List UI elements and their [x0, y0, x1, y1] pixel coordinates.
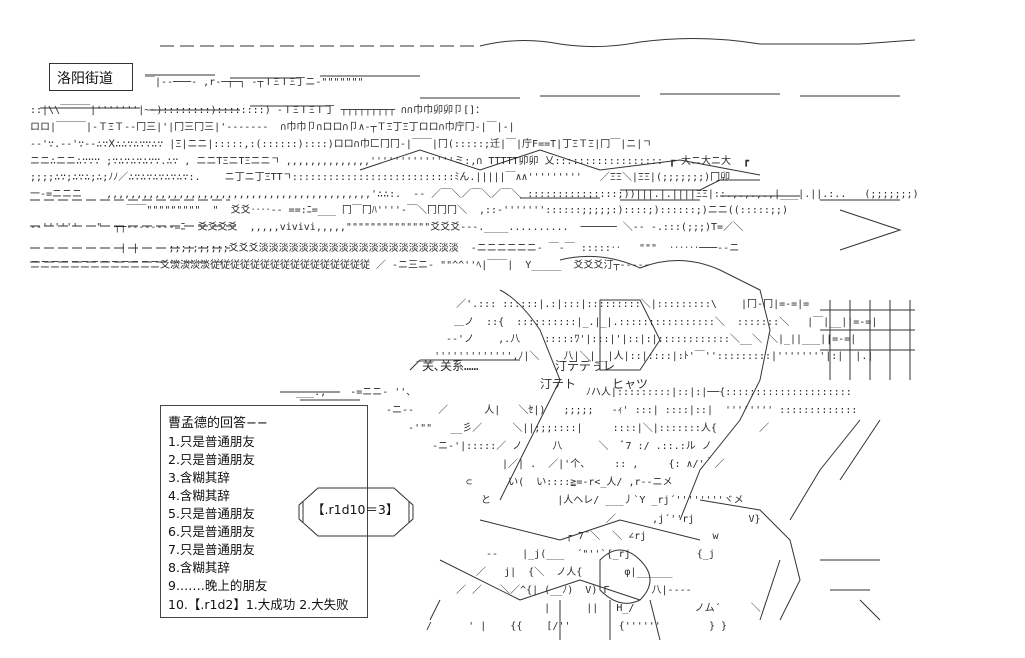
- choices-panel: [160, 405, 368, 618]
- choice-item: 4.含糊其辞: [168, 488, 230, 503]
- ascii-row-8: ￣￣""""""""" " 爻爻‥‥‐‐ ==:ﾆ=___ 冂￣冂ﾊ''''‐￣…: [126, 205, 788, 216]
- ascii-char-12: ／ ,j´''rj V}: [606, 514, 761, 525]
- choice-item: 3.含糊其辞: [168, 470, 230, 485]
- location-frame: [49, 63, 133, 91]
- ascii-char-5: ___.,‐ ‐=ニニ‐ ''､ ﾉハ人|:::::::::|::|:|──{:…: [296, 387, 852, 398]
- choice-item: 10.【.r1d2】1.大成功 2.大失败: [168, 597, 349, 612]
- ascii-char-1: ／'.::: ::::::|.:|:::|:::::::::＼|::::::::…: [456, 299, 810, 310]
- ascii-char-17: | || H_/ ノム´ ＼: [544, 603, 761, 614]
- speech-line-3: 汀テト: [540, 377, 577, 391]
- ascii-row-5: ニニ∴ニニ∴∵∵∵ ;∵∴∵∴∵∴∵∵.∴∵ , ニニΤΞニΤΞニニㄱ ,,,,…: [30, 156, 750, 167]
- choice-item: 6.只是普通朋友: [168, 524, 255, 539]
- ascii-char-10: ⊂ い( い::::≧=‐r<_人/ ,r‐‐ニメ: [466, 477, 673, 488]
- ascii-row-4: ‐‐'∵.‐‐'∵‐‐∴∵Ⅹ∴∴∵∴∵∵∴∵ |Ξ|ニニ|:::::,:(:::…: [30, 139, 652, 150]
- location-label: 洛阳街道: [57, 71, 113, 87]
- ascii-char-13: ┌ 7¨＼ ＼ ∠rj w: [566, 531, 719, 542]
- choice-item: 9.……晚上的朋友: [168, 578, 268, 593]
- ascii-row-3: ロロ|￣￣￣|‐ＴΞＴ‐‐冂三|'|冂三冂三|'‐‐‐‐‐‐‐ ∩巾巾卩∩ロロ∩…: [30, 122, 515, 133]
- roll-badge-frame: [298, 487, 414, 537]
- ascii-char-16: ／ ／ ＼／^{| (__ﾉ) V) Γ 八|‐‐‐‐: [456, 585, 692, 596]
- ascii-char-4: ___''''''''''''',ﾉ|＼ 八|＼|__|人|::|::::|:ﾄ…: [416, 351, 874, 362]
- choice-item: 8.含糊其辞: [168, 560, 230, 575]
- ascii-row-6: ;;;;∴∵;∴∵∴;∴;ﾉﾉ／∴∵∴∵∴∵∴∵∴∵:. ニ丁ニ丁ΞTTㄱ:::…: [30, 172, 731, 183]
- speech-line-2: 汀テデぅレ: [555, 359, 616, 373]
- ascii-row-roof-top: ￣|‐‐───‐ ,r‐─┬─┐ ‐┬ＴΞＴΞ丁ニ‐""""""": [145, 77, 364, 88]
- ascii-char-9: |／| . ／|'个、 :: , {: ∧/'｀／: [502, 459, 725, 470]
- ascii-row-11: ニニニニニニニニニニニニニ爻淡淡淡淡従従従従従従従従従従従従従従従従 ／ ‐ニ三…: [30, 260, 650, 271]
- speech-line-4: ヒャツ: [612, 377, 649, 391]
- ascii-row-9: ‐‐'''''' " ┬┬‐‐‐‐‐‐‐‐=ﾆ 爻爻爻爻 ,,,,,vivivi…: [30, 222, 744, 233]
- ascii-char-18: / ' | {{ [/'' {'''''' } }: [426, 621, 728, 632]
- ascii-char-3: ‐‐'ノ ,.八 :::::ﾜ'|:::|'|::|:|::::::::::::…: [446, 334, 857, 345]
- ascii-row-7: 一‐=ニニニ ,,,,,,,,,,,,,,,,,,,,,,,,,,,,,,,,,…: [30, 189, 919, 200]
- roll-result: 【.r1d10＝3】: [312, 502, 399, 517]
- choice-item: 1.只是普通朋友: [168, 434, 255, 449]
- ascii-char-14: ‐‐ |_j(___ ´"''`{_rj {_j: [486, 549, 715, 560]
- ascii-row-roof-2: ::|\\￣￣￣|'''''''|~~)::::::::)::::::::) ‐…: [30, 105, 486, 116]
- choices-title: 曹孟德的回答−−: [168, 416, 268, 431]
- ascii-char-7: ‐'"" __彡／ ＼||;;;::::| ::::|＼|:::::::人{ ／: [408, 423, 770, 434]
- ascii-char-15: ／ j| {＼ ノ人{ φ|______: [476, 567, 673, 578]
- ascii-char-11: と |人ヘレ/ ___丿`Y _rj´''''''''ヾメ: [481, 495, 744, 506]
- ascii-row-10: | | ;;;;;;;;;;爻爻爻淡淡淡淡淡淡淡淡淡淡淡淡淡淡淡淡淡淡淡淡 ‐ニ…: [120, 243, 740, 254]
- choice-item: 7.只是普通朋友: [168, 542, 255, 557]
- ascii-char-6: ‐ニ‐‐ ／ 人| ＼ｾ|) ;;;;; ‐ｨ' :::| ::::|::| '…: [386, 405, 858, 416]
- ascii-char-8: ‐ニ‐'|:::::／ ノ 八 ＼ ﾞ7 :/ .::.:ル ノ: [432, 441, 712, 452]
- speech-line-1: 关､关系……: [422, 359, 479, 373]
- ascii-char-2: ＿ノ ::{ ::::::::::|_.|_|.::::::::::::::::…: [454, 317, 878, 328]
- choice-item: 5.只是普通朋友: [168, 506, 255, 521]
- choice-item: 2.只是普通朋友: [168, 452, 255, 467]
